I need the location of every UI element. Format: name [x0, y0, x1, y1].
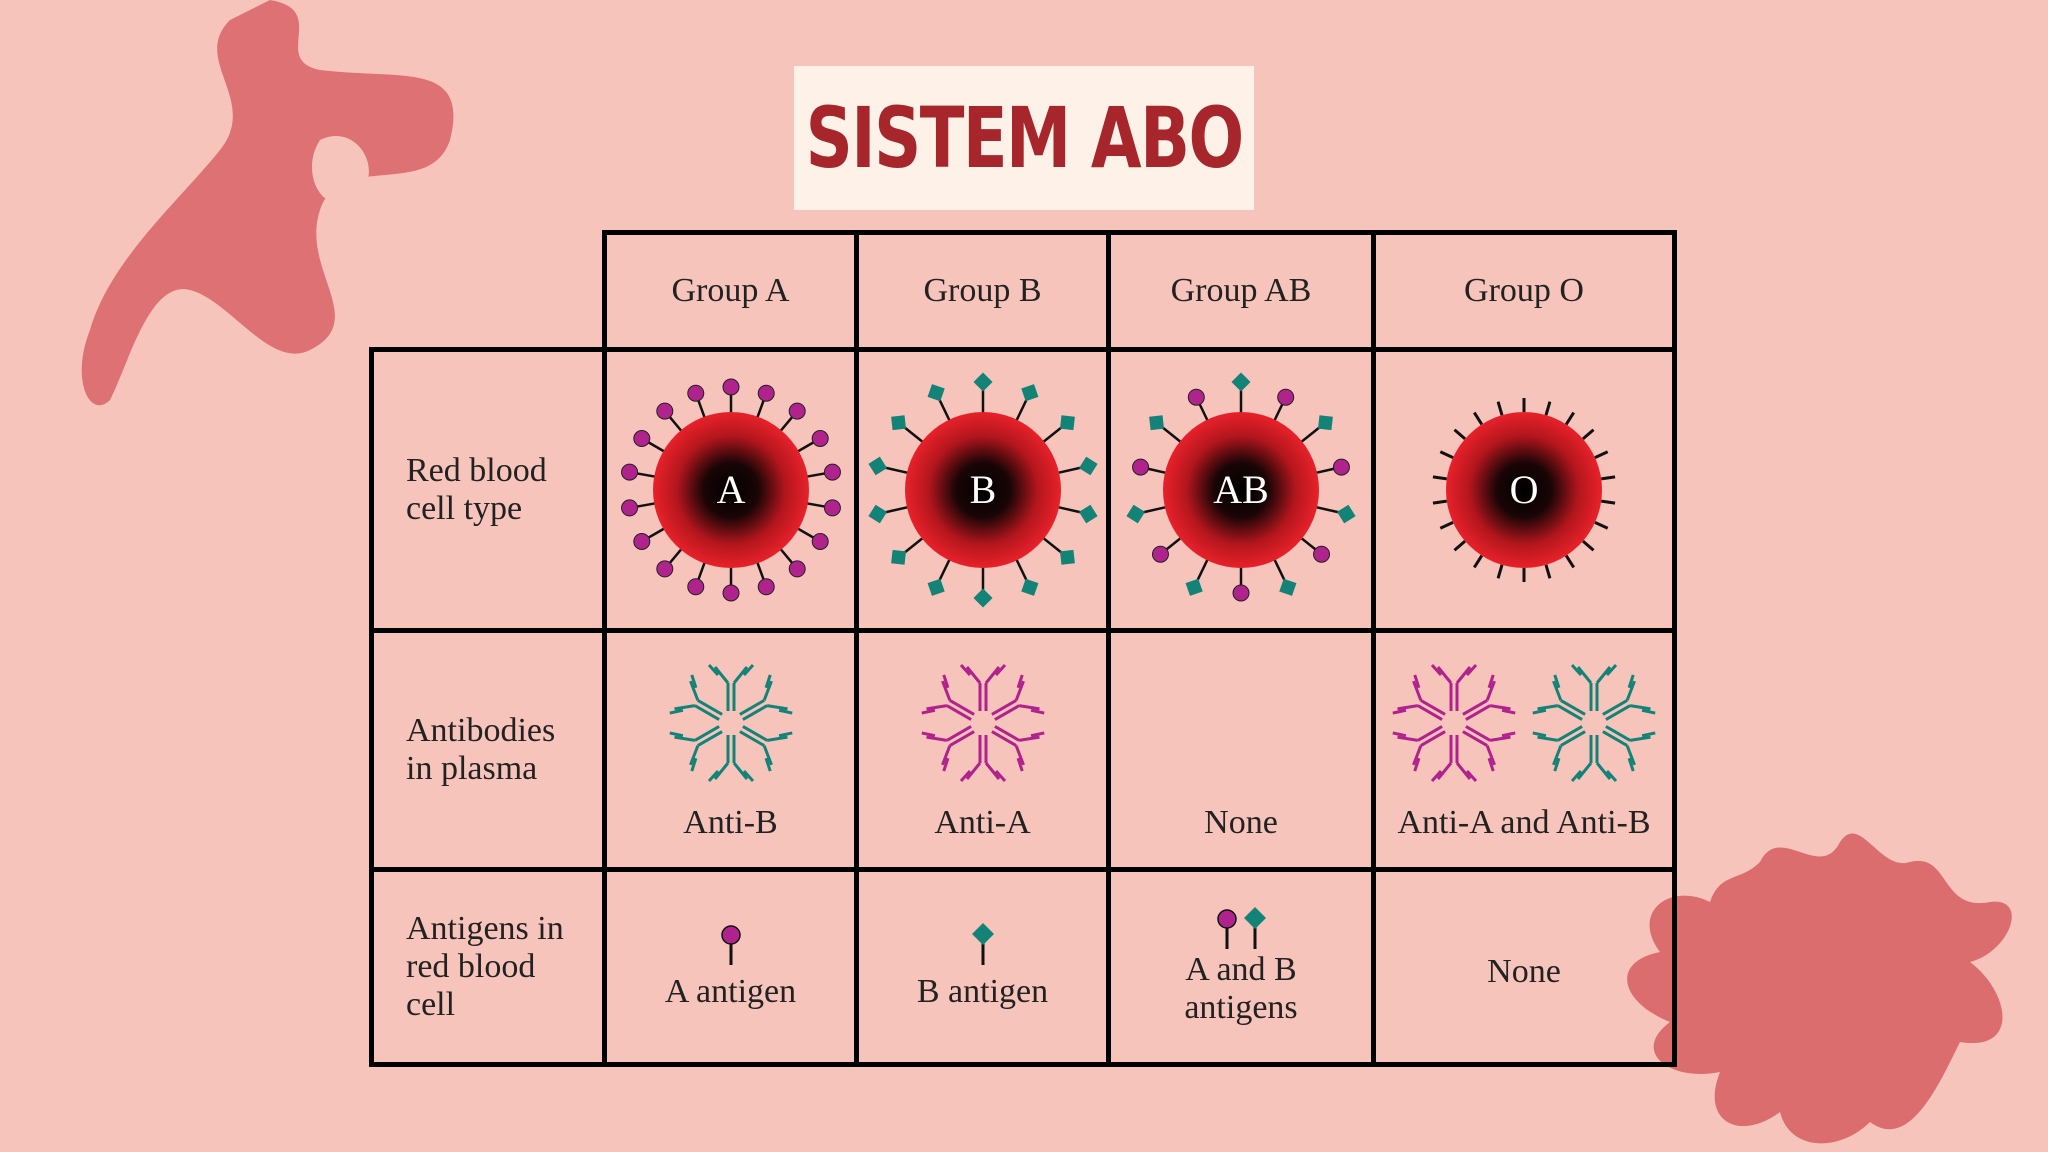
- column-header-group-ab: Group AB: [1106, 230, 1376, 352]
- cell-antigen-group-b: B antigen: [854, 867, 1111, 1067]
- cell-antibody-group-b: Anti-A: [854, 628, 1111, 872]
- antibody-caption: Anti-A: [934, 804, 1031, 841]
- brush-swirl-decoration: [81, 0, 454, 406]
- rbc-label-o: O: [1510, 467, 1539, 512]
- row-label-text: Red blood cell type: [406, 452, 547, 527]
- antibody-anti-b-icon: [668, 663, 793, 783]
- row-label-red-blood-cell-type: Red blood cell type: [369, 347, 607, 633]
- rbc-label-b: B: [969, 467, 996, 512]
- red-blood-cell-o-icon: O: [1432, 398, 1616, 582]
- antigen-a-lollipop-icon: [720, 925, 741, 965]
- cell-rbc-group-o: O: [1371, 347, 1677, 633]
- row-label-text: Antibodies in plasma: [406, 712, 556, 787]
- cell-antigen-group-a: A antigen: [602, 867, 859, 1067]
- antigen-caption: A and B antigens: [1184, 951, 1298, 1026]
- antigen-caption: None: [1487, 953, 1561, 990]
- antigen-b-diamond-icon: [971, 923, 994, 965]
- cell-antibody-group-o: Anti-A and Anti-B: [1371, 628, 1677, 872]
- row-label-antibodies-in-plasma: Antibodies in plasma: [369, 628, 607, 872]
- row-label-text: Antigens in red blood cell: [406, 910, 564, 1023]
- empty-corner-cell: [371, 232, 607, 352]
- antigen-a-and-b-icon: [1217, 907, 1266, 949]
- antibody-anti-a-icon: [920, 663, 1045, 783]
- red-blood-cell-b-icon: B: [867, 372, 1098, 608]
- rbc-label-ab: AB: [1213, 467, 1269, 512]
- page-title: SISTEM ABO: [805, 89, 1245, 187]
- cell-antigen-group-o: None: [1371, 867, 1677, 1067]
- antigen-caption: A antigen: [664, 973, 797, 1010]
- column-header-group-a: Group A: [602, 230, 859, 352]
- column-header-group-b: Group B: [854, 230, 1111, 352]
- cell-antibody-group-ab: None: [1106, 628, 1376, 872]
- abo-blood-group-table: Group A Group B Group AB Group O Red blo…: [369, 230, 1677, 1067]
- cell-antibody-group-a: Anti-B: [602, 628, 859, 872]
- rbc-label-a: A: [716, 467, 745, 512]
- brush-splatter-decoration: [1627, 833, 2012, 1144]
- title-box: SISTEM ABO: [794, 66, 1254, 210]
- antibody-anti-b-icon: [1532, 663, 1656, 783]
- row-label-antigens-in-red-blood-cell: Antigens in red blood cell: [369, 867, 607, 1067]
- column-header-group-o: Group O: [1371, 230, 1677, 352]
- antibody-caption: None: [1204, 804, 1278, 841]
- red-blood-cell-a-icon: A: [620, 378, 841, 602]
- antigen-caption: B antigen: [916, 973, 1049, 1010]
- cell-rbc-group-a: A: [602, 347, 859, 633]
- red-blood-cell-ab-icon: AB: [1126, 372, 1356, 602]
- cell-antigen-group-ab: A and B antigens: [1106, 867, 1376, 1067]
- antibody-caption: Anti-B: [683, 804, 778, 841]
- cell-rbc-group-b: B: [854, 347, 1111, 633]
- cell-rbc-group-ab: AB: [1106, 347, 1376, 633]
- antibody-caption: Anti-A and Anti-B: [1397, 804, 1651, 841]
- antibody-anti-a-icon: [1392, 663, 1516, 783]
